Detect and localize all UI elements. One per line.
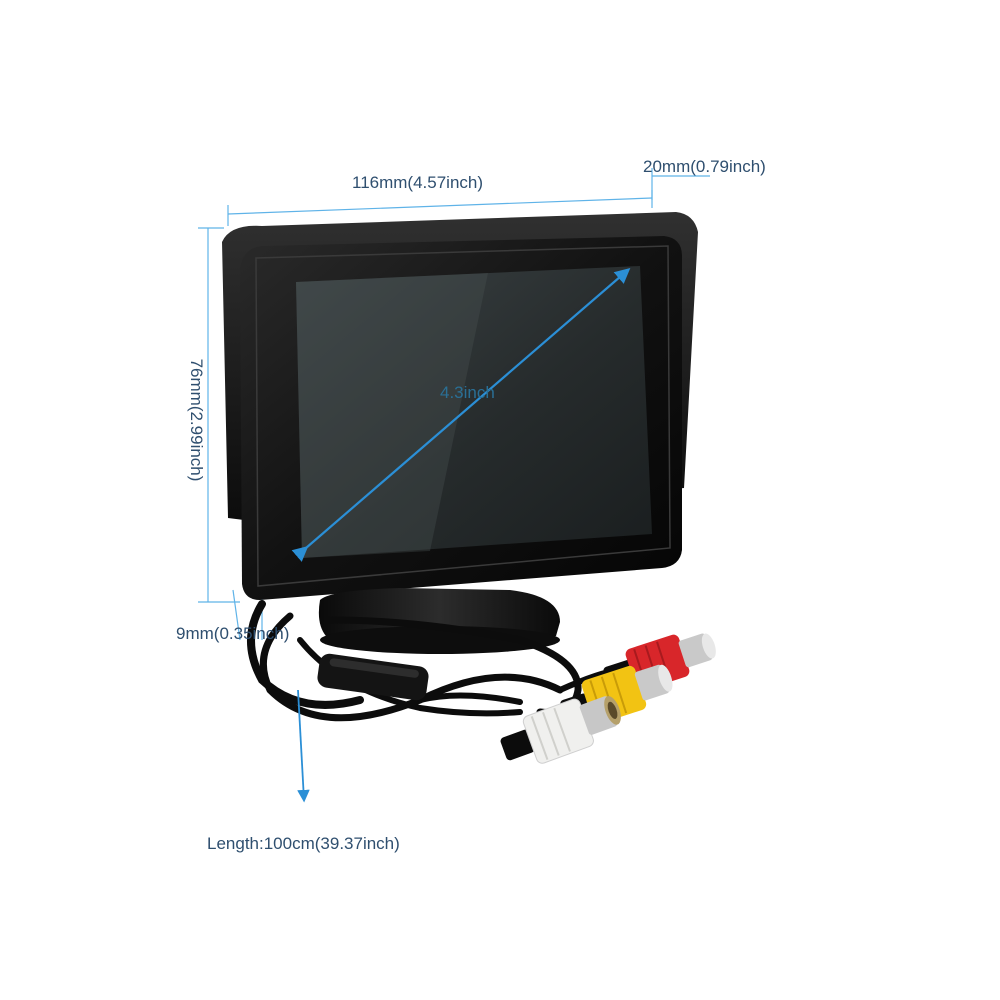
cable-length-arrow — [297, 689, 310, 803]
width-dimension-line — [227, 197, 653, 215]
sun-hood — [222, 212, 698, 520]
diagonal-arrow — [291, 267, 631, 562]
thickness-dimension-line — [232, 589, 241, 641]
screen-diagonal-label: 4.3inch — [440, 383, 495, 402]
video-cable — [247, 600, 623, 722]
dimension-lines — [198, 168, 710, 641]
rca-white-connector — [500, 696, 621, 764]
thickness-label: 9mm(0.35inch) — [176, 624, 290, 643]
width-label: 116mm(4.57inch) — [352, 173, 484, 192]
height-label: 76mm(2.99inch) — [187, 358, 206, 482]
cable-length-label: Length:100cm(39.37inch) — [207, 834, 400, 853]
depth-label: 20mm(0.79inch) — [643, 157, 766, 176]
